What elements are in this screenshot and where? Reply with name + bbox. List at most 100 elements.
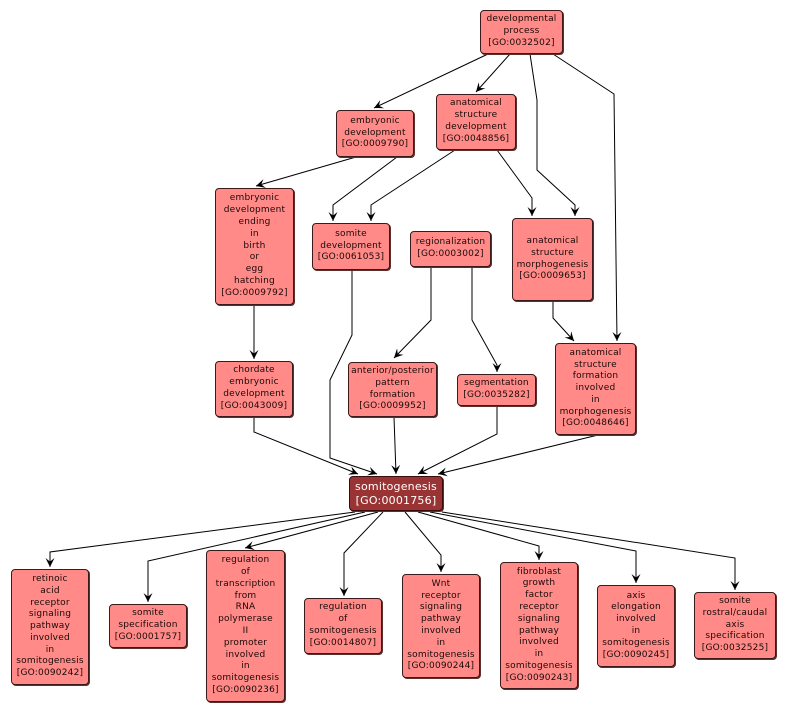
- go-term-id: [GO:0009792]: [221, 287, 288, 298]
- arrowhead-icon: [366, 212, 376, 221]
- go-term-label-line: axis: [626, 590, 646, 601]
- go-term-label-line: structure: [454, 110, 498, 121]
- go-term-label-line: regulation: [319, 602, 367, 613]
- edge-GO0009790-to-GO0009792: [255, 156, 357, 188]
- arrowhead-icon: [391, 464, 401, 474]
- go-term-label-line: segmentation: [464, 378, 529, 389]
- edge-GO0032502-to-GO0009790: [373, 53, 489, 109]
- go-term-id: [GO:0090245]: [602, 649, 670, 660]
- arrowhead-icon: [564, 331, 574, 341]
- edge-line: [417, 406, 498, 475]
- edge-line: [496, 149, 533, 216]
- go-term-label-line: somite: [719, 596, 751, 606]
- arrowhead-icon: [527, 207, 537, 216]
- go-term-id: [GO:0001757]: [114, 631, 182, 642]
- go-term-label-line: signaling: [517, 613, 561, 624]
- edge-GO0032502-to-GO0009653: [529, 53, 580, 216]
- go-term-node[interactable]: segmentation[GO:0035282]: [457, 374, 536, 406]
- arrowhead-icon: [418, 465, 429, 474]
- go-term-label-line: developmental: [486, 14, 557, 25]
- edge-line: [471, 267, 498, 372]
- go-term-label-line: somitogenesis: [505, 660, 573, 671]
- edge-GO0032502-to-GO0048646: [552, 53, 622, 342]
- go-term-label-line: receptor: [421, 590, 461, 601]
- edge-line: [441, 511, 736, 590]
- go-term-label-line: development: [344, 127, 406, 138]
- go-term-label-line: pathway: [420, 614, 462, 625]
- go-term-label-line: elongation: [611, 602, 661, 613]
- go-term-id: [GO:0035282]: [463, 390, 530, 400]
- edge-line: [552, 301, 575, 342]
- focus-term-node[interactable]: somitogenesis[GO:0001756]: [349, 476, 443, 511]
- go-term-label-line: pathway: [518, 625, 560, 636]
- go-term-label-line: embryonic: [229, 377, 279, 388]
- go-term-label-line: acid: [40, 585, 60, 596]
- edge-line: [49, 511, 356, 567]
- edge-line: [147, 511, 366, 602]
- go-term-label-line: formation: [369, 389, 416, 400]
- arrowhead-icon: [339, 587, 349, 596]
- go-term-label-line: Wnt: [431, 578, 451, 589]
- arrowhead-icon: [476, 82, 486, 92]
- go-term-label-line: signaling: [419, 602, 463, 613]
- go-term-id: [GO:0090236]: [212, 684, 279, 695]
- go-term-label-line: birth: [243, 240, 266, 251]
- go-term-label-line: embryonic: [229, 193, 280, 204]
- arrowhead-icon: [631, 574, 641, 583]
- go-term-node[interactable]: regionalization[GO:0003002]: [410, 231, 491, 267]
- arrowhead-icon: [45, 558, 55, 567]
- go-term-label-line: structure: [574, 359, 617, 370]
- edge-GO0001756-to-GO0090236: [244, 511, 379, 550]
- edge-GO0009952-to-GO0001756: [391, 416, 401, 475]
- go-term-label-line: signaling: [28, 609, 72, 620]
- go-term-label-line: development: [223, 389, 285, 399]
- go-term-label-line: somitogenesis: [309, 626, 377, 636]
- go-term-label-line: regulation: [221, 555, 270, 566]
- edge-line: [373, 53, 489, 109]
- go-term-label-line: RNA: [235, 602, 256, 613]
- go-term-label-line: pattern: [375, 377, 410, 388]
- go-term-label-line: regionalization: [415, 237, 486, 248]
- go-term-label-line: anatomical: [449, 98, 502, 109]
- go-term-label-line: process: [503, 26, 540, 37]
- arrowhead-icon: [492, 363, 502, 372]
- go-term-id: [GO:0048646]: [562, 418, 629, 429]
- go-term-label-line: polymerase: [218, 614, 273, 625]
- edge-GO0009653-to-GO0048646: [552, 301, 575, 342]
- edge-line: [244, 511, 379, 549]
- edge-line: [437, 434, 599, 475]
- go-term-label-line: axis: [725, 619, 745, 630]
- go-term-id: [GO:0090242]: [16, 668, 84, 679]
- edge-GO0009792-to-GO0043009: [249, 305, 259, 359]
- go-term-label-line: receptor: [519, 601, 559, 612]
- go-term-label-line: in: [241, 661, 250, 672]
- edge-line: [393, 416, 397, 475]
- go-term-id: [GO:0043009]: [220, 400, 288, 411]
- go-term-label-line: or: [249, 252, 260, 263]
- go-term-label-line: morphogenesis: [516, 259, 589, 270]
- edge-GO0003002-to-GO0009952: [393, 267, 432, 359]
- go-term-label-line: transcription: [215, 578, 276, 589]
- edge-line: [343, 511, 384, 596]
- go-term-label-line: involved: [616, 614, 656, 625]
- go-term-id: [GO:0090243]: [505, 672, 573, 683]
- go-term-label-line: specification: [705, 631, 765, 642]
- edge-GO0001756-to-GO0090245: [429, 511, 641, 583]
